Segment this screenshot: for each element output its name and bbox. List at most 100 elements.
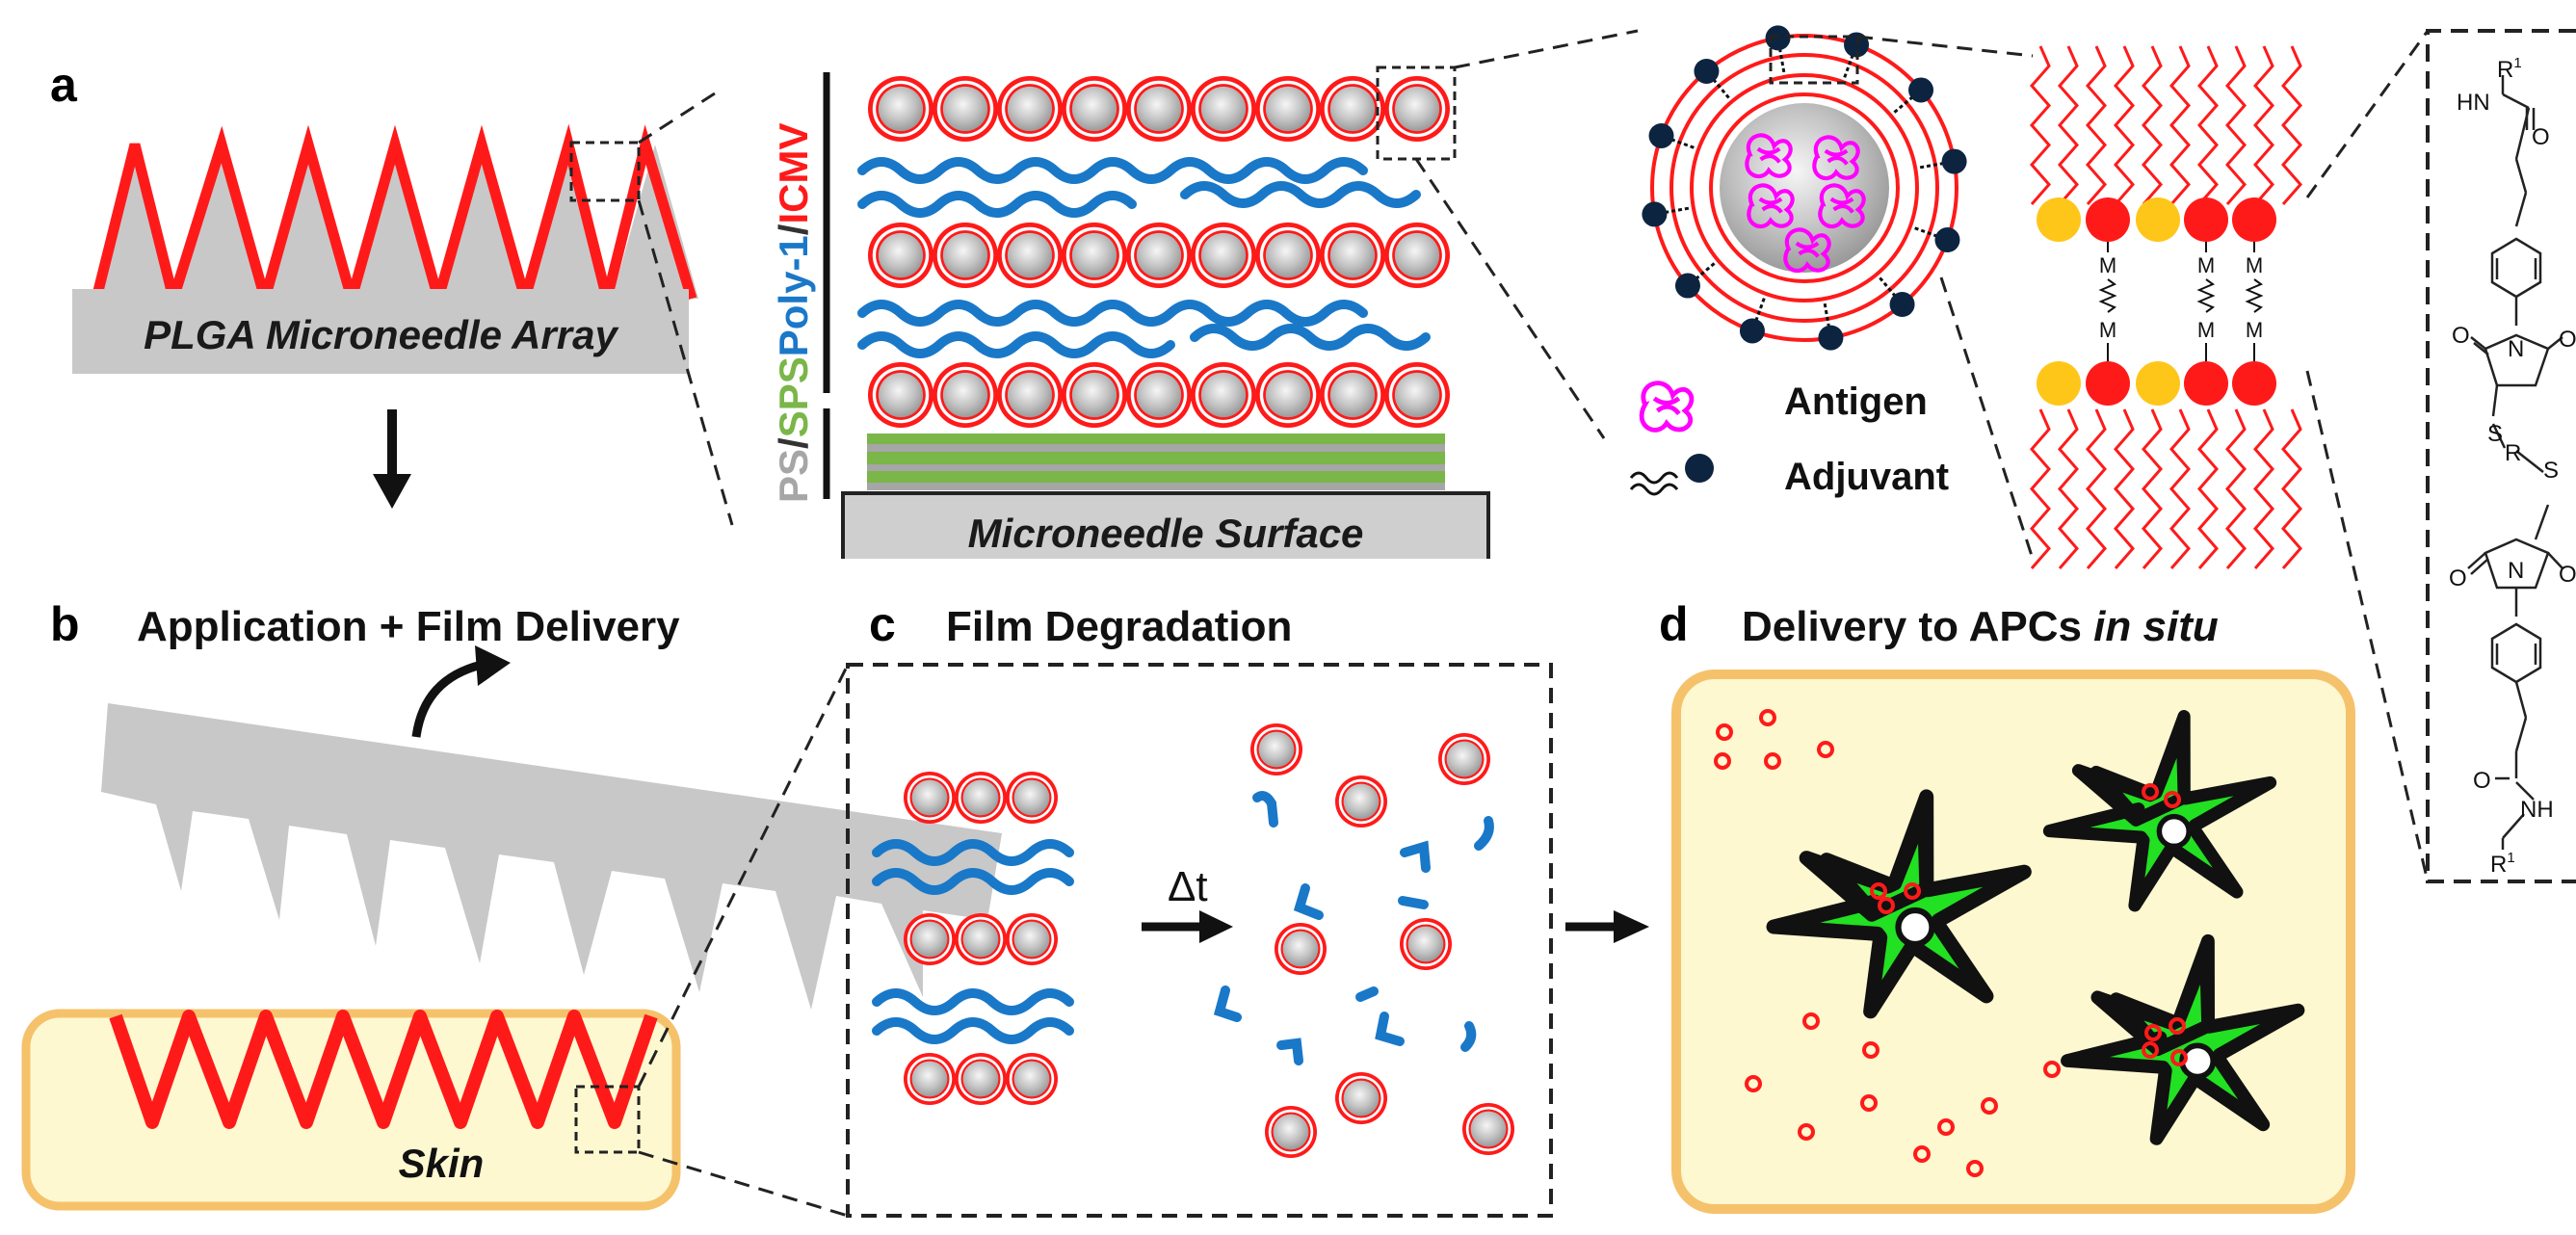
surface-label: Microneedle Surface (968, 511, 1364, 556)
icmv-particle (1191, 76, 1256, 142)
poly-1-label: Poly-1 (771, 235, 816, 356)
panel-d-title: Delivery to APCs in situ (1742, 603, 2219, 650)
lipid-vesicle (1642, 25, 1967, 351)
antigen-legend-icon (1639, 381, 1695, 433)
internalized-vesicle (2169, 1017, 2186, 1035)
icmv-particle (1255, 223, 1321, 288)
free-vesicle (1862, 1041, 1879, 1059)
free-vesicle (1714, 752, 1731, 770)
internalized-vesicle (1878, 897, 1895, 914)
icmv-particle (868, 76, 933, 142)
adjuvant (1739, 298, 1766, 344)
panel-c-title: Film Degradation (946, 603, 1292, 650)
lipid-head (2136, 197, 2180, 242)
panel-c: c Film Degradation Δt (846, 597, 1553, 1218)
icmv-particle (904, 1053, 956, 1105)
lipid-tail (2225, 45, 2247, 205)
zoom-lines-bilayer (2305, 30, 2430, 882)
lipid-tail (2086, 45, 2107, 205)
svg-text:S: S (2543, 458, 2559, 484)
svg-text:HN: HN (2457, 90, 2490, 116)
lipid-tail (2197, 408, 2219, 569)
icmv-particle (1462, 1103, 1514, 1155)
skin: Skin (21, 1009, 681, 1211)
adjuvant (1674, 262, 1716, 299)
svg-text:M: M (2197, 318, 2215, 342)
icmv-particle (868, 223, 933, 288)
icmv-label: ICMV (771, 123, 816, 224)
free-vesicle (1802, 1012, 1820, 1030)
antigen-legend-label: Antigen (1784, 381, 1928, 423)
lipid-head (2086, 361, 2130, 406)
lipid-head (2184, 197, 2228, 242)
internalized-vesicle (1870, 882, 1887, 900)
lipid-tail (2030, 408, 2051, 569)
crosslink: MM (2098, 242, 2117, 361)
lipid-tail (2197, 45, 2219, 205)
icmv-particle (1335, 775, 1387, 828)
svg-text:M: M (2197, 253, 2215, 277)
dendritic-cell (2061, 933, 2305, 1145)
sps-label: SPS (771, 356, 816, 437)
icmv-row-3 (868, 362, 1450, 428)
adjuvant-molecules (1642, 25, 1967, 351)
polymer-fragment (1474, 816, 1494, 851)
zoom-box-bilayer (2304, 222, 2341, 366)
ps-layer-1 (867, 444, 1445, 452)
svg-text:M: M (2099, 318, 2116, 342)
microneedle-array: PLGA Microneedle Array (72, 123, 698, 374)
panel-b: b Application + Film Delivery Skin (21, 597, 1002, 1218)
svg-text:PS/SPSPoly-1/ICMV: PS/SPSPoly-1/ICMV (771, 123, 816, 503)
icmv-particle (1320, 76, 1385, 142)
polymer-fragment (1400, 840, 1431, 873)
icmv-particle (933, 223, 998, 288)
svg-text:M: M (2246, 253, 2263, 277)
antigen-presenting-cells (1766, 710, 2305, 1145)
icmv-particle (868, 362, 933, 428)
icmv-particle (1438, 733, 1490, 785)
panel-a: a PLGA Microneedle Array PS/SPSPoly-1/IC… (50, 25, 2576, 883)
icmv-particle (955, 772, 1007, 824)
polymer-fragment (1276, 1038, 1303, 1065)
array-fill (92, 145, 698, 299)
internalized-vesicle (2142, 1041, 2159, 1059)
zoom-box-vesicle (1769, 35, 1859, 85)
skin-label: Skin (399, 1141, 485, 1186)
lipid-tail (2058, 45, 2079, 205)
antigen (1747, 183, 1795, 228)
antigen (1812, 135, 1860, 180)
panel-d-letter: d (1659, 597, 1689, 651)
intact-poly-layers (872, 839, 1074, 1044)
icmv-particle (1384, 76, 1450, 142)
svg-text:NH: NH (2520, 797, 2554, 823)
icmv-particle (1265, 1106, 1317, 1158)
internalized-vesicle (2142, 783, 2159, 801)
lipid-head (2086, 197, 2130, 242)
lipid-tail (2225, 408, 2247, 569)
free-vesicle (1764, 752, 1781, 770)
array-label: PLGA Microneedle Array (144, 312, 619, 357)
internalized-vesicle (1904, 882, 1921, 900)
structure-bonds (2467, 75, 2563, 850)
icmv-particle (933, 362, 998, 428)
lipid-heads (2037, 197, 2276, 406)
icmv-particle (1320, 223, 1385, 288)
tilted-microneedle-array (101, 703, 1002, 1010)
panel-d: d Delivery to APCs in situ (1565, 597, 2355, 1214)
icmv-particle (1126, 76, 1192, 142)
curved-arrow (411, 645, 511, 738)
adjuvant (1914, 226, 1960, 253)
lipid-tail (2142, 408, 2163, 569)
icmv-particle (1191, 362, 1256, 428)
sep-1: / (771, 437, 816, 449)
time-arrow: Δt (1142, 863, 1233, 943)
lipid-head (2037, 361, 2081, 406)
lipid-tail (2030, 45, 2051, 205)
adjuvant (1642, 201, 1690, 227)
svg-text:O: O (2559, 327, 2576, 353)
ps-label: PS (771, 449, 816, 503)
icmv-particle (1062, 223, 1127, 288)
adjuvant-legend-icon (1629, 454, 1714, 496)
svg-text:S: S (2487, 421, 2503, 447)
